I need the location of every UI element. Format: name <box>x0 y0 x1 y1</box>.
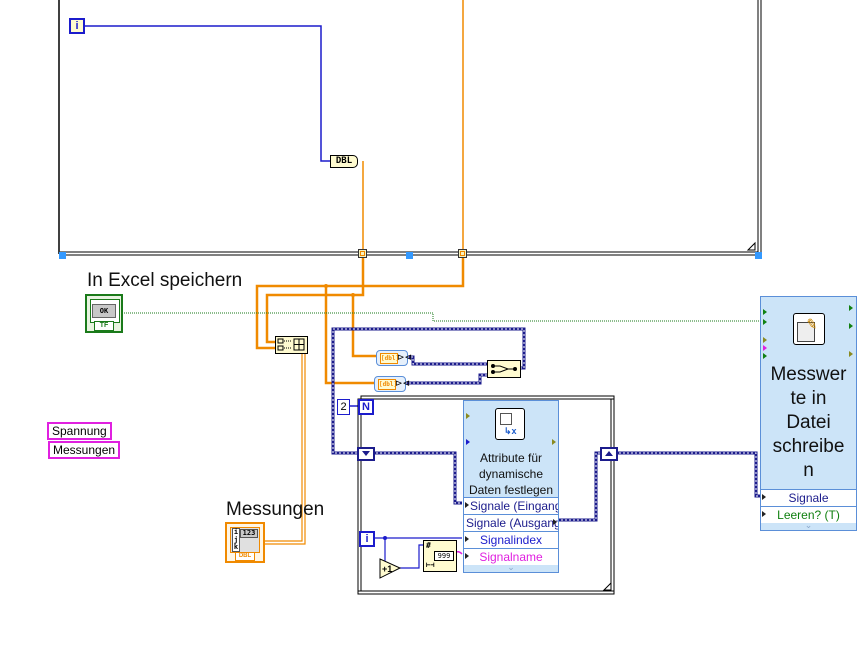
expand-chevron-icon[interactable]: ⌄ <box>507 562 515 572</box>
resize-handle[interactable] <box>406 252 413 259</box>
ok-face: OK <box>92 304 116 318</box>
for-iteration-terminal[interactable]: i <box>359 531 375 547</box>
express-vi-title: Attribute für dynamische Daten festlegen <box>468 451 554 497</box>
merge-icon <box>491 364 517 374</box>
write-vi-title: Messwer te in Datei schreibe n <box>770 364 847 481</box>
bool-type-tag: TF <box>94 321 114 331</box>
shift-register-left[interactable] <box>357 447 375 461</box>
port-signals[interactable]: Signale <box>761 489 856 506</box>
merge-signals-node[interactable] <box>487 360 521 378</box>
build-array-icon <box>277 338 305 351</box>
dbl-type-tag: DBL <box>235 552 255 561</box>
attributes-icon: ↳x <box>495 408 525 440</box>
string-constant-spannung[interactable]: Spannung <box>47 422 112 440</box>
expand-chevron-icon[interactable]: ⌄ <box>804 520 813 530</box>
loop-count-constant[interactable]: 2 <box>337 399 350 415</box>
array-tunnel-2[interactable] <box>458 249 467 258</box>
convert-to-dynamic-node-1[interactable]: [dbl] ⊳⊲ <box>376 350 412 366</box>
hash-icon: # <box>426 541 431 550</box>
button-label: In Excel speichern <box>87 270 243 291</box>
indicator-label: Messungen <box>226 499 325 520</box>
port-signals-in[interactable]: Signale (Eingang) <box>464 497 558 514</box>
while-loop-frame[interactable] <box>58 0 762 256</box>
set-dynamic-attributes-express-vi[interactable]: ↳x Attribute für dynamische Daten festle… <box>463 400 559 573</box>
write-file-icon: ✎ <box>793 313 825 345</box>
port-signals-out[interactable]: Signale (Ausgang) <box>464 514 558 531</box>
ok-button-control[interactable]: OK TF <box>85 294 123 333</box>
string-constant-messungen[interactable]: Messungen <box>48 441 121 459</box>
shift-register-right[interactable] <box>600 447 618 461</box>
loop-count-terminal[interactable]: N <box>358 399 374 415</box>
indicator-value: 123 <box>240 529 258 538</box>
for-loop-frame[interactable] <box>357 395 615 595</box>
wire-iteration <box>84 25 331 162</box>
wire-bool <box>122 312 760 322</box>
dynamic-icon: ⊳⊲ <box>395 378 411 388</box>
increment-node <box>379 558 402 579</box>
write-measurement-file-express-vi[interactable]: ✎ Messwer te in Datei schreibe n Signale… <box>760 296 857 531</box>
resize-handle[interactable] <box>59 252 66 259</box>
build-array-node[interactable] <box>275 336 308 354</box>
port-signal-index[interactable]: Signalindex <box>464 531 558 548</box>
width-icon: ⊢⊣ <box>426 561 435 569</box>
while-iteration-terminal[interactable]: i <box>69 18 85 34</box>
resize-handle[interactable] <box>755 252 762 259</box>
number-to-string-node[interactable]: # 999 ⊢⊣ <box>423 540 457 572</box>
svg-text:+1: +1 <box>382 564 392 574</box>
dynamic-icon: ⊳⊲ <box>397 352 413 362</box>
to-double-node[interactable]: DBL <box>330 155 358 168</box>
convert-to-dynamic-node-2[interactable]: [dbl] ⊳⊲ <box>374 376 410 392</box>
array-tunnel-1[interactable] <box>358 249 367 258</box>
port-clear[interactable]: Leeren? (T) <box>761 506 856 523</box>
port-signal-name[interactable]: Signalname <box>464 548 558 565</box>
